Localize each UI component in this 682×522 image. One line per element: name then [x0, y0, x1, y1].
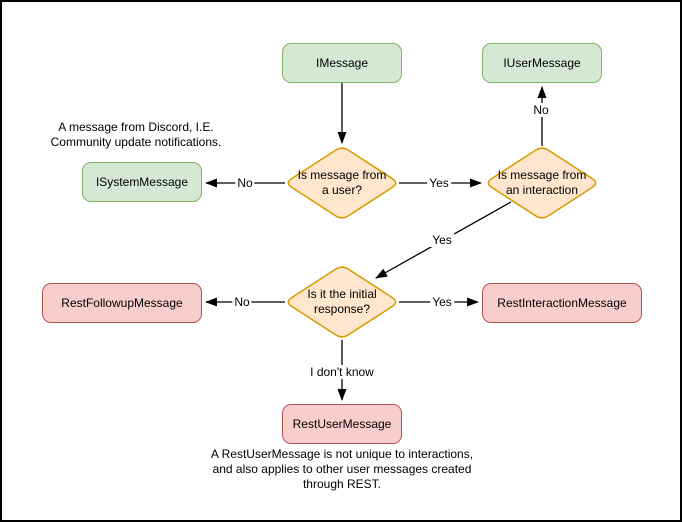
- node-restusermessage: RestUserMessage: [282, 404, 402, 444]
- decision-is-from-interaction: [487, 147, 597, 219]
- node-restfollowupmessage: RestFollowupMessage: [42, 283, 202, 323]
- edge-label-i-dont-know: I don't know: [308, 365, 376, 379]
- annotation-restusermessage-note: A RestUserMessage is not unique to inter…: [210, 447, 474, 491]
- node-iusermessage: IUserMessage: [482, 43, 602, 83]
- edge-label-initial-yes: Yes: [430, 295, 454, 309]
- decision-is-initial-response: [287, 266, 397, 338]
- node-imessage: IMessage: [282, 43, 402, 83]
- edge-label-interaction-no: No: [531, 103, 551, 117]
- edge-label-initial-no: No: [232, 295, 252, 309]
- node-isystemmessage: ISystemMessage: [82, 162, 202, 202]
- decision-is-from-user: [287, 147, 397, 219]
- edge-label-user-yes: Yes: [427, 176, 451, 190]
- edge-label-user-no: No: [235, 176, 255, 190]
- edge-label-interaction-yes: Yes: [430, 233, 454, 247]
- annotation-system-message-note: A message from Discord, I.E. Community u…: [50, 120, 222, 149]
- node-restinteractionmessage: RestInteractionMessage: [482, 283, 642, 323]
